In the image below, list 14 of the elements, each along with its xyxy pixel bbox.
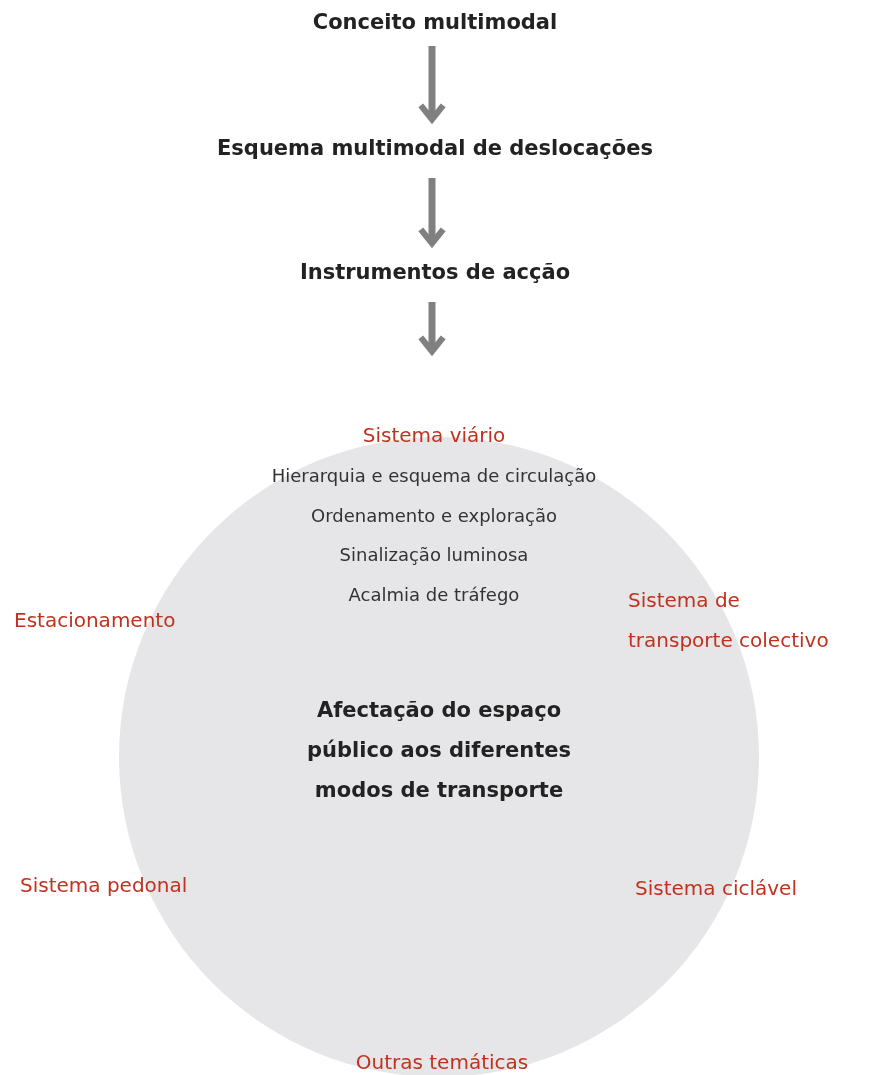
category-label: Sistema ciclável: [635, 875, 797, 902]
category-label: Sistema viário: [362, 422, 506, 449]
category-label: Sistema de transporte colectivo: [628, 587, 830, 654]
step-text: Instrumentos de acção: [285, 244, 585, 300]
category-label: Outras temáticas: [355, 1049, 529, 1075]
item-label: Acalmia de tráfego: [348, 583, 520, 607]
item-label: Ordenamento e exploração: [311, 504, 557, 528]
category-label: Sistema pedonal: [20, 872, 188, 899]
step-text: Conceito multimodal: [300, 0, 570, 44]
center-text: Afectação do espaço público aos diferentes modos de transporte: [306, 697, 572, 804]
item-label: Hierarquia e esquema de circulação: [271, 464, 597, 488]
item-label: Sinalização luminosa: [339, 543, 529, 567]
step-text: Esquema multimodal de deslocações: [200, 120, 670, 176]
category-label: Estacionamento: [14, 607, 176, 634]
